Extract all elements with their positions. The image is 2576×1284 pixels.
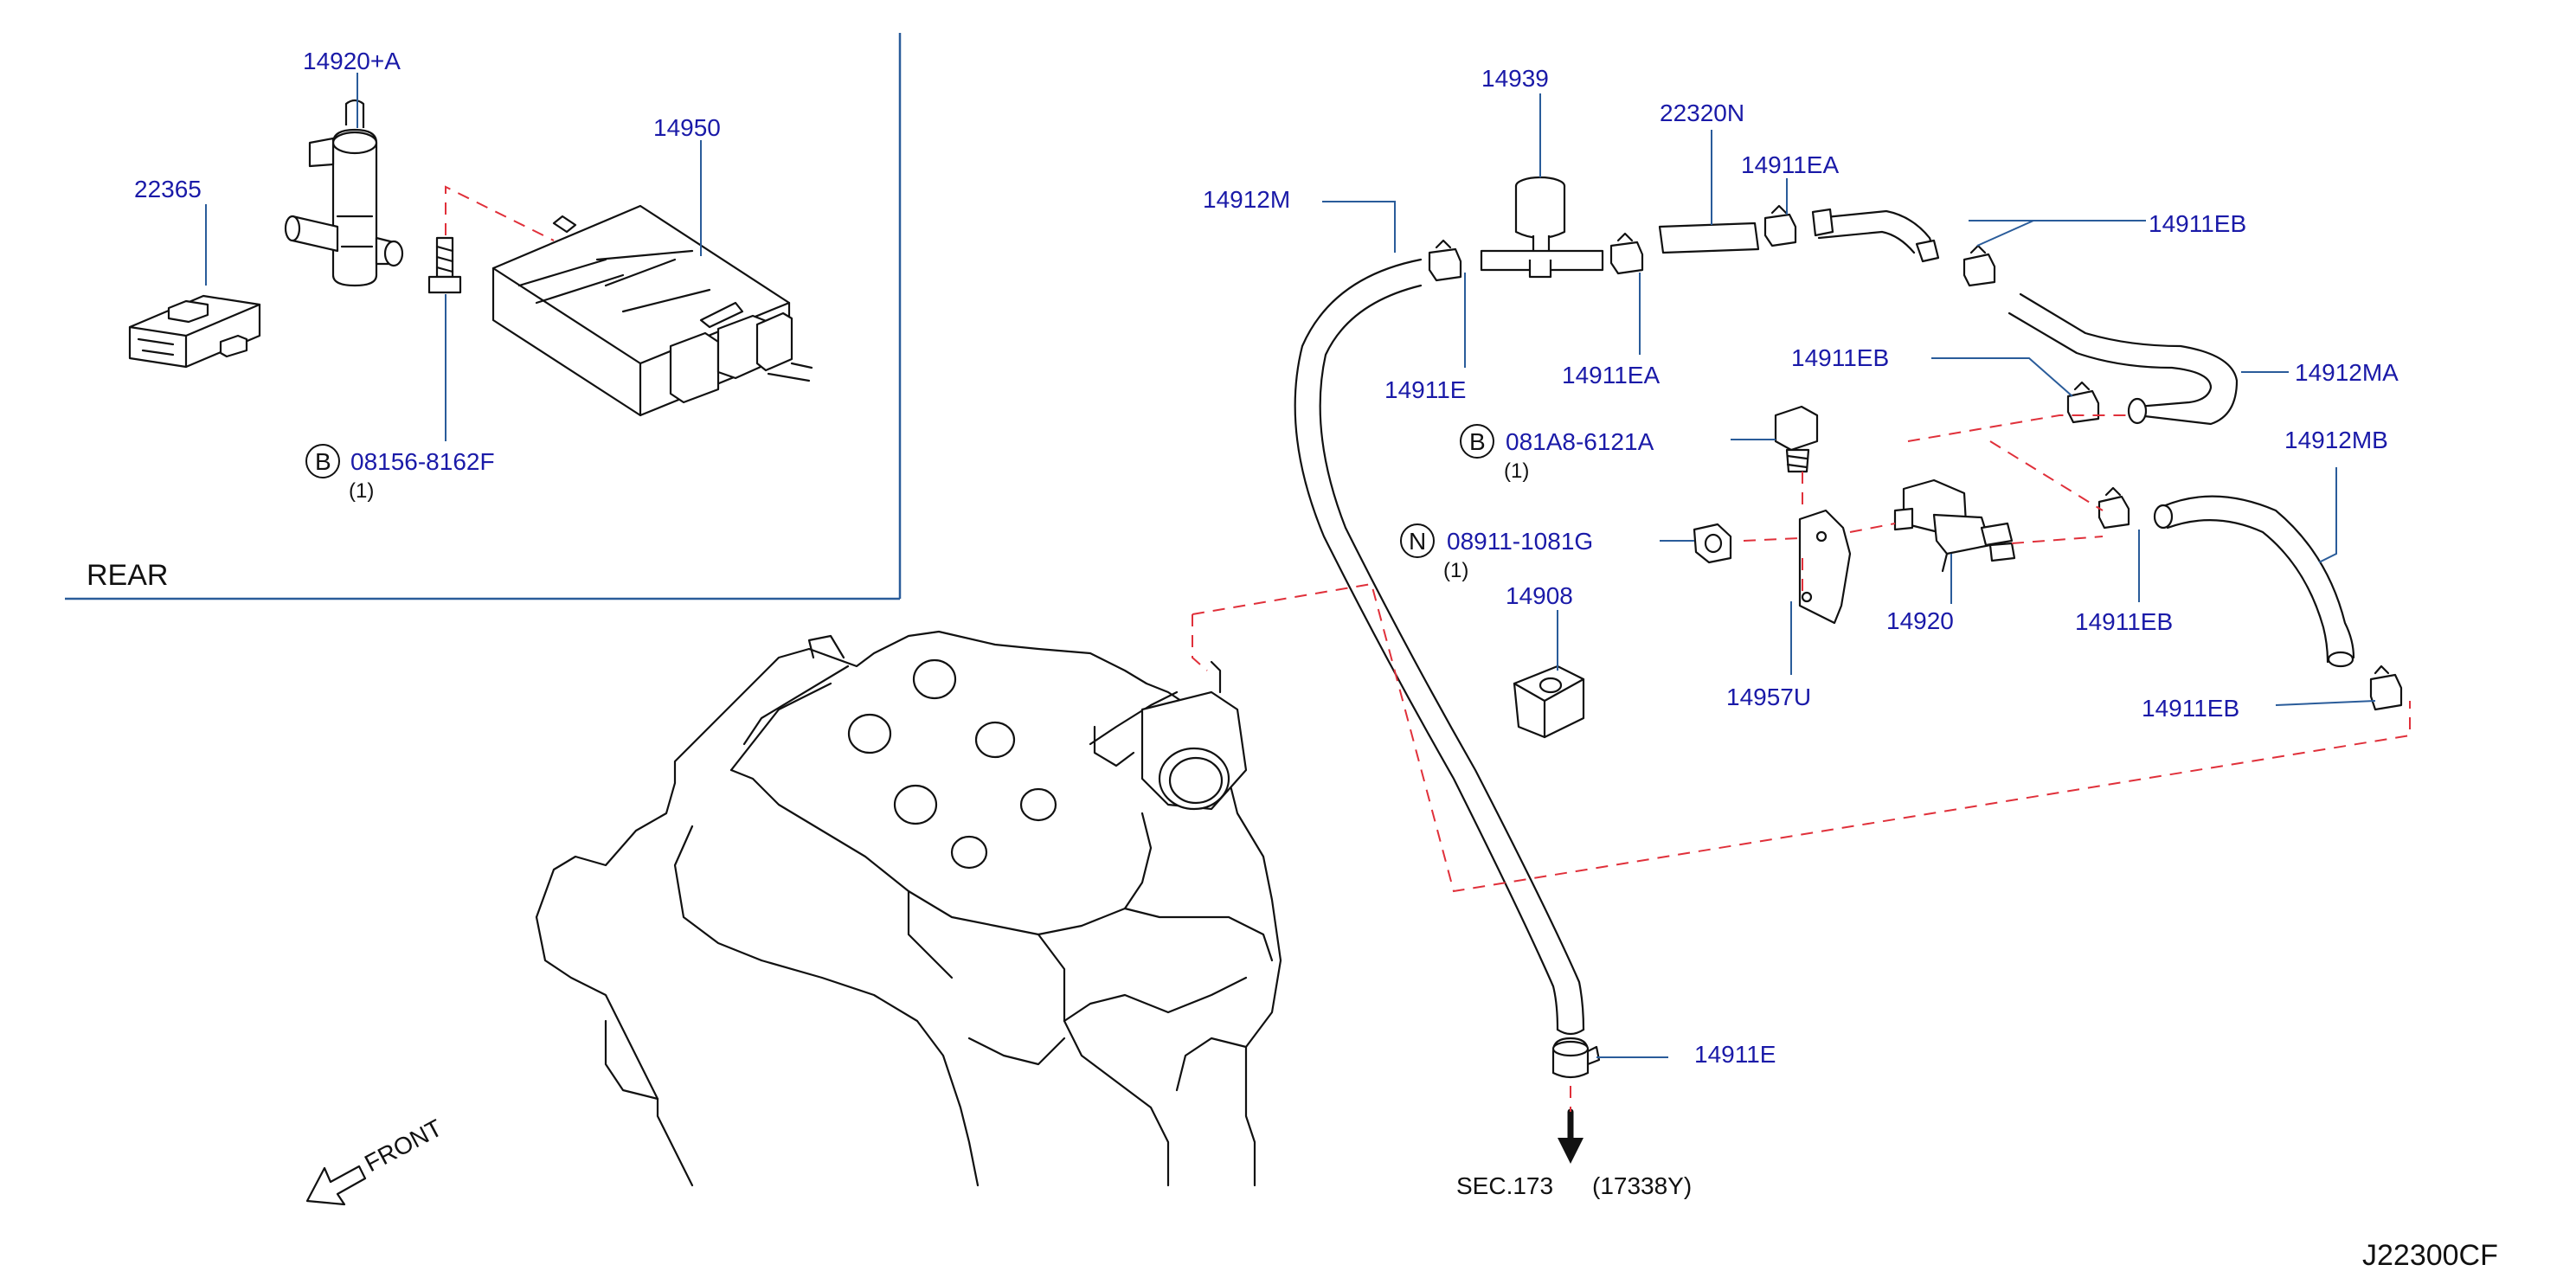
label-22365[interactable]: 22365 — [134, 176, 202, 202]
label-14911eb-mid[interactable]: 14911EB — [1791, 344, 1889, 371]
main-leaders — [1322, 93, 2376, 1058]
label-14911e-top[interactable]: 14911E — [1384, 376, 1466, 403]
qty-08911: (1) — [1443, 559, 1468, 582]
label-081a8-6121a[interactable]: 081A8-6121A — [1506, 428, 1654, 455]
front-label: FRONT — [360, 1114, 446, 1178]
rear-inset: REAR — [65, 33, 902, 600]
clamp-14911e-bottom-drawing — [1551, 1037, 1601, 1079]
qty-081a8: (1) — [1504, 459, 1529, 483]
arrow-sec173 — [1558, 1108, 1584, 1164]
grommet-14908-drawing — [1513, 664, 1585, 739]
sensor-22365-drawing — [128, 294, 261, 369]
label-14950[interactable]: 14950 — [653, 114, 721, 141]
bolt-08156-drawing — [427, 236, 462, 294]
label-14911ea-bottom[interactable]: 14911EA — [1562, 362, 1660, 388]
valve-14920a-drawing — [284, 99, 404, 287]
callout-n-letter: N — [1409, 528, 1426, 555]
hose-14912ma-drawing — [1811, 208, 2239, 426]
label-14920[interactable]: 14920 — [1886, 607, 1954, 634]
callout-n-08911: N — [1400, 523, 1435, 558]
inset-leaders — [205, 73, 702, 441]
hose-14912mb-drawing — [2097, 486, 2403, 711]
label-08156-8162f[interactable]: 08156-8162F — [350, 448, 495, 475]
label-14939[interactable]: 14939 — [1481, 65, 1549, 92]
label-08911-1081g[interactable]: 08911-1081G — [1447, 528, 1593, 555]
label-14908[interactable]: 14908 — [1506, 582, 1573, 609]
label-14920a[interactable]: 14920+A — [303, 48, 401, 74]
canister-14950-drawing — [491, 204, 813, 417]
callout-b-letter-2: B — [1469, 428, 1486, 455]
label-14911e-bottom[interactable]: 14911E — [1694, 1041, 1776, 1068]
label-14911eb-right[interactable]: 14911EB — [2075, 608, 2173, 635]
section-ref-sec[interactable]: SEC.173 — [1456, 1172, 1553, 1199]
front-arrow-icon — [305, 1165, 367, 1206]
label-14912mb[interactable]: 14912MB — [2284, 427, 2388, 453]
rear-label: REAR — [87, 559, 168, 592]
label-14911eb-top[interactable]: 14911EB — [2149, 210, 2246, 237]
nut-08911-drawing — [1693, 523, 1732, 564]
label-14912m[interactable]: 14912M — [1203, 186, 1290, 213]
valve-14920-drawing — [1893, 478, 2016, 573]
hose-14912m-drawing — [1294, 258, 1585, 1036]
label-22320n[interactable]: 22320N — [1660, 100, 1744, 126]
engine-outline-drawing — [535, 630, 1282, 1187]
tee-14939-drawing — [1480, 176, 1604, 279]
callout-b-letter: B — [315, 448, 331, 475]
callout-b-08156: B — [305, 444, 340, 478]
dashed-relations — [1192, 414, 2411, 1112]
label-14957u[interactable]: 14957U — [1726, 684, 1811, 710]
diagram-code: J22300CF — [2362, 1239, 2498, 1272]
label-14911ea-top[interactable]: 14911EA — [1741, 151, 1839, 178]
callout-b-081a8: B — [1460, 424, 1494, 459]
bracket-14957u-drawing — [1798, 509, 1852, 625]
qty-08156: (1) — [349, 479, 374, 503]
label-14911eb-low[interactable]: 14911EB — [2142, 695, 2239, 722]
label-14912ma[interactable]: 14912MA — [2295, 359, 2399, 386]
bolt-081a8-drawing — [1774, 405, 1819, 473]
section-ref-part: (17338Y) — [1592, 1172, 1692, 1199]
clamps-top-drawing — [1428, 204, 1797, 282]
